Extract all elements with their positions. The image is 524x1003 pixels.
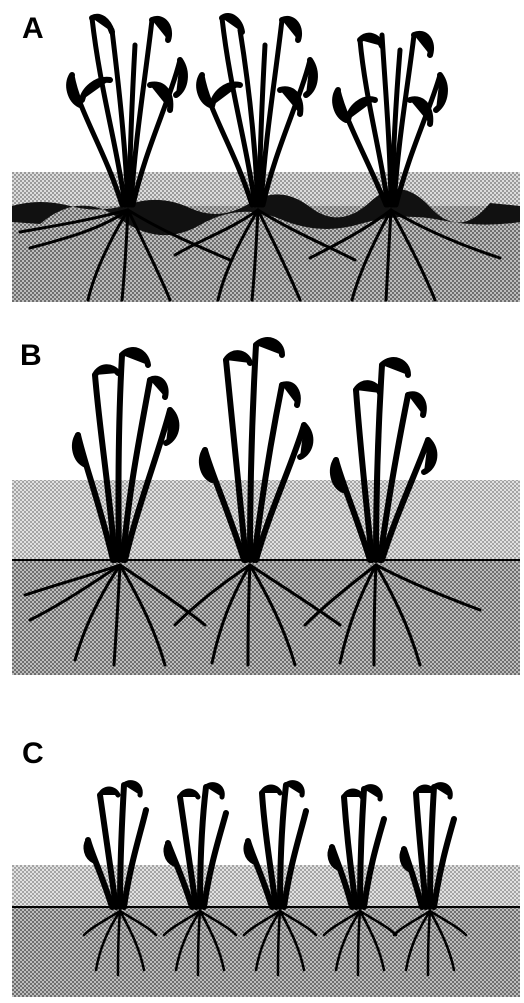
panel-label-c: C: [22, 739, 44, 769]
panel-a: A: [0, 0, 524, 315]
panel-c-illustration: [0, 685, 524, 1003]
panel-c: C: [0, 685, 524, 1003]
panel-b: B: [0, 315, 524, 685]
panel-b-illustration: [0, 315, 524, 685]
panel-a-illustration: [0, 0, 524, 315]
panel-label-b: B: [20, 341, 42, 371]
panel-label-a: A: [22, 14, 44, 44]
